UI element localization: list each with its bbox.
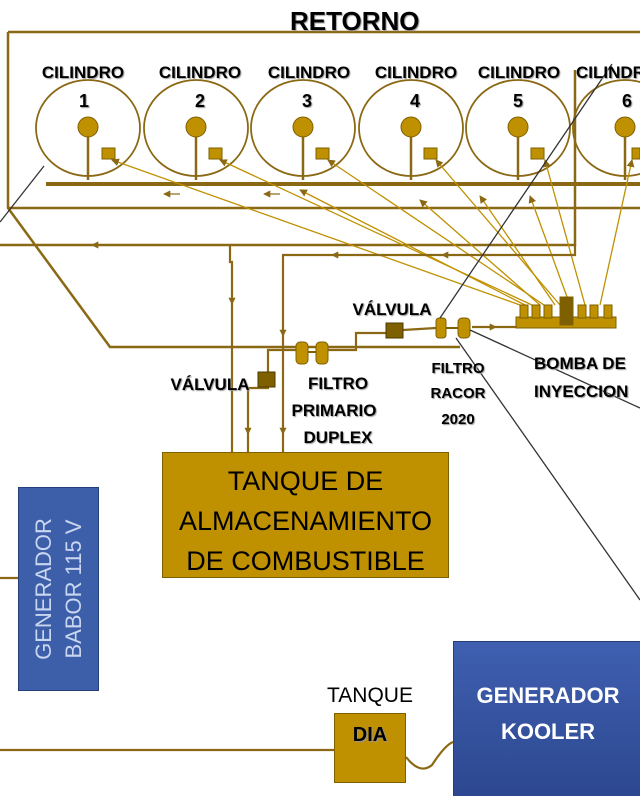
valve-top-body [385, 322, 404, 339]
storage-tank-line2: ALMACENAMIENTO [178, 506, 433, 536]
filter-racor-line3: 2020 [441, 411, 475, 428]
filter-racor-line2: RACOR [430, 385, 486, 402]
generator-babor: GENERADOR BABOR 115 V [18, 487, 99, 691]
generator-kooler: GENERADOR KOOLER [453, 641, 640, 796]
pump-line1: BOMBA DE [534, 354, 626, 373]
valve-left-label: VÁLVULA [170, 375, 250, 394]
generator-babor-line2: BABOR 115 V [60, 519, 86, 659]
valve-top-label: VÁLVULA [352, 300, 432, 319]
injection-lines [111, 158, 635, 306]
cylinder-2-number: 2 [194, 91, 205, 111]
cylinder-2-label: CILINDRO [158, 63, 242, 82]
cylinder-1-number: 1 [78, 91, 89, 111]
cylinder-6-number: 6 [621, 91, 632, 111]
cylinder-1-label: CILINDRO [41, 63, 125, 82]
storage-tank: TANQUE DE ALMACENAMIENTO DE COMBUSTIBLE [162, 452, 449, 578]
cylinder-5-number: 5 [512, 91, 523, 111]
cylinder-6-label-clip: CILINDRO [576, 63, 640, 87]
supply-arrows [228, 290, 497, 435]
pump-label-clip: BOMBA DE INYECCION [528, 350, 640, 410]
generator-kooler-line1: GENERADOR [476, 683, 620, 708]
cylinder-3-label: CILINDRO [267, 63, 351, 82]
filter-primary-line3: DUPLEX [303, 428, 373, 447]
cylinders [35, 79, 640, 177]
generator-babor-line1: GENERADOR [30, 518, 56, 660]
day-tank-label: TANQUE [327, 684, 413, 707]
day-tank-inner: DIA [352, 724, 388, 746]
storage-tank-line1: TANQUE DE [227, 466, 384, 496]
leader-lines [0, 63, 640, 601]
filter-primary-line1: FILTRO [307, 374, 369, 393]
diagram-title: RETORNO [290, 6, 420, 36]
cylinder-3-number: 3 [301, 91, 312, 111]
pump-line2: INYECCION [534, 382, 629, 401]
duplex-filter [295, 341, 329, 365]
day-tank: DIA [334, 713, 406, 783]
cylinder-4-label: CILINDRO [374, 63, 458, 82]
injector-blocks [101, 147, 640, 160]
generator-kooler-line2: KOOLER [500, 719, 596, 744]
valve-left-body [257, 371, 276, 388]
injector-disks [77, 116, 636, 138]
filter-racor-line1: FILTRO [431, 360, 485, 377]
filter-primary-line2: PRIMARIO [291, 401, 377, 420]
cylinder-4-number: 4 [409, 91, 420, 111]
cylinder-5-label: CILINDRO [477, 63, 561, 82]
fuel-pipes [0, 245, 577, 770]
cylinder-6-label: CILINDRO [576, 63, 640, 82]
injection-pump [515, 296, 617, 329]
generator-babor-text: GENERADOR BABOR 115 V [29, 518, 89, 660]
storage-tank-line3: DE COMBUSTIBLE [186, 546, 425, 576]
racor-filter [435, 317, 471, 339]
